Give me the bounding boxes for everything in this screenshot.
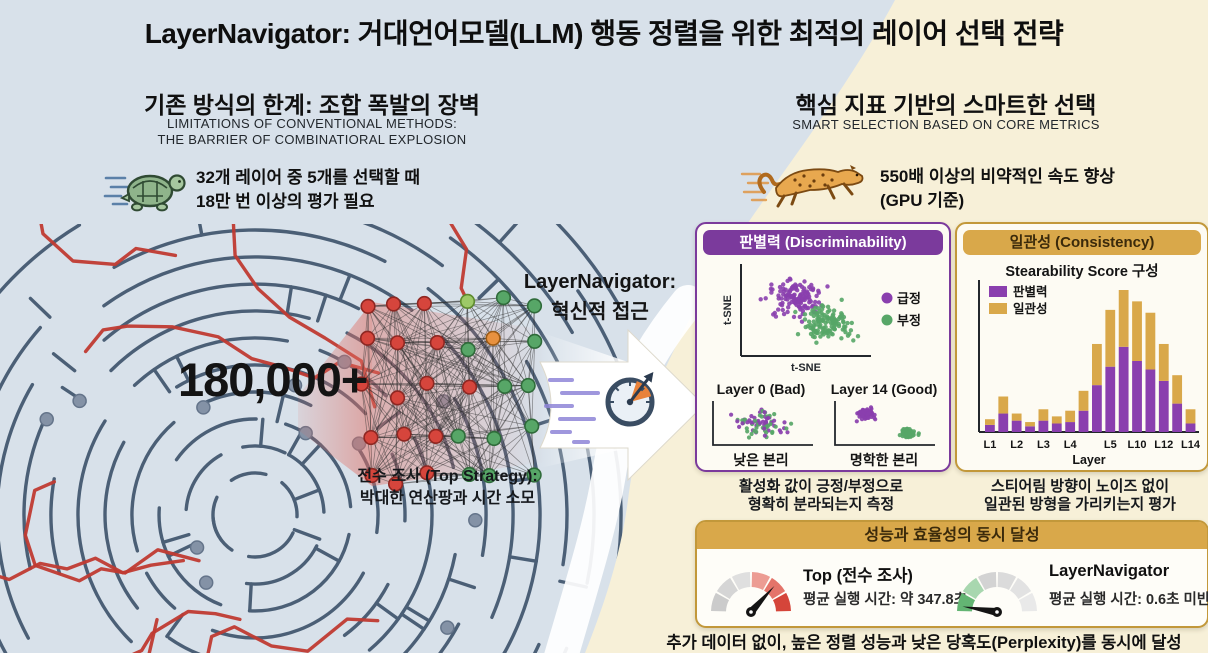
tsne-y-axis-label: t-SNE — [722, 295, 734, 325]
legend-consistency-label: 일관성 — [1013, 301, 1048, 316]
gauge-ln-label: LayerNavigator — [1049, 562, 1170, 580]
footer-summary: 추가 데이터 없이, 높은 정렬 성능과 낮은 당혹도(Perplexity)를… — [666, 634, 1182, 652]
cheetah-fact-1: 550배 이상의 비약적인 속도 향상 — [880, 167, 1115, 186]
layer0-caption: 낮은 본리 — [733, 452, 789, 468]
svg-text:L4: L4 — [1064, 439, 1078, 451]
gauge-ln-time: 평균 실행 시간: 0.6초 미반 — [1049, 592, 1208, 608]
gauge-green-icon — [957, 572, 1037, 617]
gauge-top-time: 평균 실행 시간: 약 347.8초 — [803, 592, 967, 608]
consistency-panel-header: 일관성 (Consistency) — [963, 230, 1201, 255]
network-caption-1: 전수 조사 (Top Strategy): — [357, 468, 538, 485]
layer0-title: Layer 0 (Bad) — [716, 381, 806, 397]
left-section-heading: 기존 방식의 한계: 조합 폭발의 장벽 — [144, 92, 480, 118]
evaluation-count: 180,000+ — [178, 353, 368, 406]
legend-positive-dot-icon — [881, 292, 893, 304]
svg-text:L5: L5 — [1104, 439, 1117, 451]
legend-discriminability-swatch-icon — [989, 286, 1007, 297]
tsne-x-axis-label: t-SNE — [791, 362, 821, 374]
legend-consistency-swatch-icon — [989, 303, 1007, 314]
performance-panel: 성능과 효율성의 동시 달성 Top (전수 조사) 평균 실행 시간: 약 3… — [695, 520, 1208, 628]
gauge-red-icon — [711, 572, 791, 617]
tsne-scatter-plot: t-SNE t-SNE 급정 부정 — [722, 264, 921, 374]
consistency-caption-2: 일관된 방형을 가리키는지 평가 — [984, 496, 1176, 513]
steerability-bar-chart: 판별력 일관성 L1 L2 L3 L4 L5 L10 L12 L14 Layer — [978, 280, 1201, 467]
svg-text:L3: L3 — [1037, 439, 1050, 451]
legend-negative-dot-icon — [881, 314, 893, 326]
performance-panel-header: 성능과 효율성의 동시 달성 — [697, 522, 1207, 549]
discriminability-caption-2: 형확히 분라되는지 측정 — [747, 496, 895, 513]
svg-text:L1: L1 — [983, 439, 996, 451]
discriminability-caption-1: 활성화 값이 긍정/부정으로 — [738, 478, 904, 495]
turtle-fact-1: 32개 레이어 중 5개를 선택할 때 — [196, 168, 421, 187]
discriminability-panel: 판별력 (Discriminability) t-SNE t-SNE 급정 부정… — [695, 222, 951, 472]
consistency-caption-1: 스티어림 방향이 노이즈 없이 — [990, 478, 1170, 495]
layer14-caption: 명학한 본리 — [849, 452, 919, 468]
consistency-panel: 일관성 (Consistency) Stearability Score 구성 … — [955, 222, 1208, 472]
bar-chart-title: Stearability Score 구성 — [1005, 264, 1159, 280]
network-caption-2: 박대한 연산팡과 시간 소모 — [359, 490, 536, 507]
right-section-heading: 핵심 지표 기반의 스마트한 선택 — [795, 92, 1097, 118]
turtle-icon — [103, 174, 186, 212]
discriminability-panel-header: 판별력 (Discriminability) — [703, 230, 943, 255]
left-section-subheading-2: THE BARRIER OF COMBINATIORAL EXPLOSION — [157, 132, 467, 147]
legend-negative-label: 부정 — [897, 313, 921, 328]
approach-label-1: LayerNavigator: — [523, 271, 677, 293]
network-graph — [353, 290, 543, 492]
svg-text:L2: L2 — [1010, 439, 1023, 451]
svg-text:L14: L14 — [1181, 439, 1201, 451]
gauge-top-label: Top (전수 조사) — [803, 567, 913, 585]
cheetah-icon — [740, 165, 864, 208]
turtle-fact-2: 18만 번 이상의 평가 필요 — [196, 192, 375, 211]
right-section-subheading: SMART SELECTION BASED ON CORE METRICS — [792, 117, 1100, 132]
page-title: LayerNavigator: 거대언어모델(LLM) 행동 정렬을 위한 최적… — [144, 18, 1064, 49]
bar-chart-x-axis-label: Layer — [1072, 453, 1105, 467]
legend-positive-label: 급정 — [897, 291, 921, 306]
layer-comparison-scatter-plots — [712, 401, 935, 446]
approach-label-2: 혁신적 접근 — [551, 301, 649, 323]
layer14-title: Layer 14 (Good) — [830, 381, 938, 397]
left-section-subheading-1: LIMITATIONS OF CONVENTIONAL METHODS: — [166, 116, 458, 131]
svg-text:L10: L10 — [1128, 439, 1147, 451]
cheetah-fact-2: (GPU 기준) — [880, 191, 965, 210]
legend-discriminability-label: 판별력 — [1013, 284, 1048, 299]
svg-text:L12: L12 — [1154, 439, 1173, 451]
speedometer-icon — [605, 372, 655, 427]
